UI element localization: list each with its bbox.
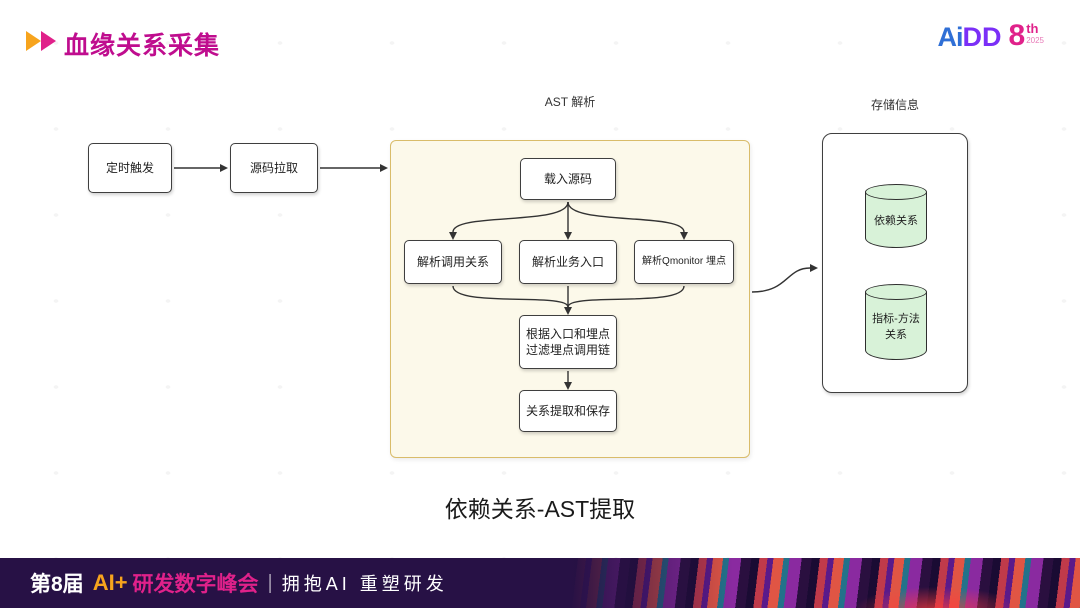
- node-source-pull-label: 源码拉取: [249, 160, 298, 175]
- footer-edition: 第8届: [30, 573, 84, 596]
- logo-brand-right: DD: [962, 22, 1002, 52]
- logo-brand-left: Ai: [937, 22, 964, 52]
- storage-container: 依赖关系 指标-方法 关系: [822, 133, 968, 393]
- node-extract-save: 关系提取和保存: [519, 390, 617, 432]
- storage-group-label: 存储信息: [870, 98, 919, 112]
- database-cylinder-top: [865, 184, 927, 200]
- database-dependency-label: 依赖关系: [874, 214, 918, 227]
- logo-year: 2025: [1026, 35, 1044, 45]
- node-parse-qmonitor: 解析Qmonitor 埋点: [634, 240, 734, 284]
- footer-artwork: [570, 558, 1080, 608]
- database-metric-method-label: 指标-方法 关系: [872, 313, 920, 341]
- node-load-source-label: 载入源码: [543, 171, 592, 186]
- database-icon-dependency: 依赖关系: [865, 184, 927, 248]
- node-timed-trigger: 定时触发: [88, 143, 172, 193]
- node-source-pull: 源码拉取: [230, 143, 318, 193]
- node-parse-business-entry: 解析业务入口: [519, 240, 617, 284]
- arrow-ast-to-storage: [751, 267, 811, 293]
- node-filter-label: 根据入口和埋点过滤埋点调用链: [525, 326, 610, 357]
- footer-divider: |: [267, 571, 273, 594]
- footer-text: 第8届 AI+ 研发数字峰会 | 拥抱AI 重塑研发: [30, 558, 448, 608]
- ast-group-label: AST 解析: [544, 95, 596, 109]
- node-load-source: 载入源码: [520, 158, 616, 200]
- logo-edition-number: 8: [1008, 19, 1026, 52]
- node-parse-call-relations: 解析调用关系: [404, 240, 502, 284]
- footer-slogan: 拥抱AI 重塑研发: [281, 574, 448, 594]
- page-title: 血缘关系采集: [64, 32, 221, 60]
- footer-banner: 第8届 AI+ 研发数字峰会 | 拥抱AI 重塑研发: [0, 558, 1080, 608]
- node-filter-call-chain: 根据入口和埋点过滤埋点调用链: [519, 315, 617, 369]
- database-cylinder-body: 依赖关系: [865, 192, 927, 248]
- node-parse-entry-label: 解析业务入口: [531, 254, 604, 269]
- node-parse-call-label: 解析调用关系: [416, 254, 489, 269]
- footer-ai-plus: AI+: [92, 570, 128, 595]
- aidd-logo: Ai DD 8 th 2025: [937, 19, 1044, 53]
- database-icon-metric-method: 指标-方法 关系: [865, 284, 927, 360]
- node-extract-save-label: 关系提取和保存: [525, 403, 610, 418]
- database-cylinder-body: 指标-方法 关系: [865, 292, 927, 360]
- footer-summit-name: 研发数字峰会: [132, 573, 259, 596]
- database-cylinder-top: [865, 284, 927, 300]
- node-timed-trigger-label: 定时触发: [105, 160, 154, 175]
- caption: 依赖关系-AST提取: [444, 496, 636, 522]
- logo-edition-suffix: th: [1026, 21, 1039, 36]
- node-parse-qmonitor-label: 解析Qmonitor 埋点: [642, 256, 726, 268]
